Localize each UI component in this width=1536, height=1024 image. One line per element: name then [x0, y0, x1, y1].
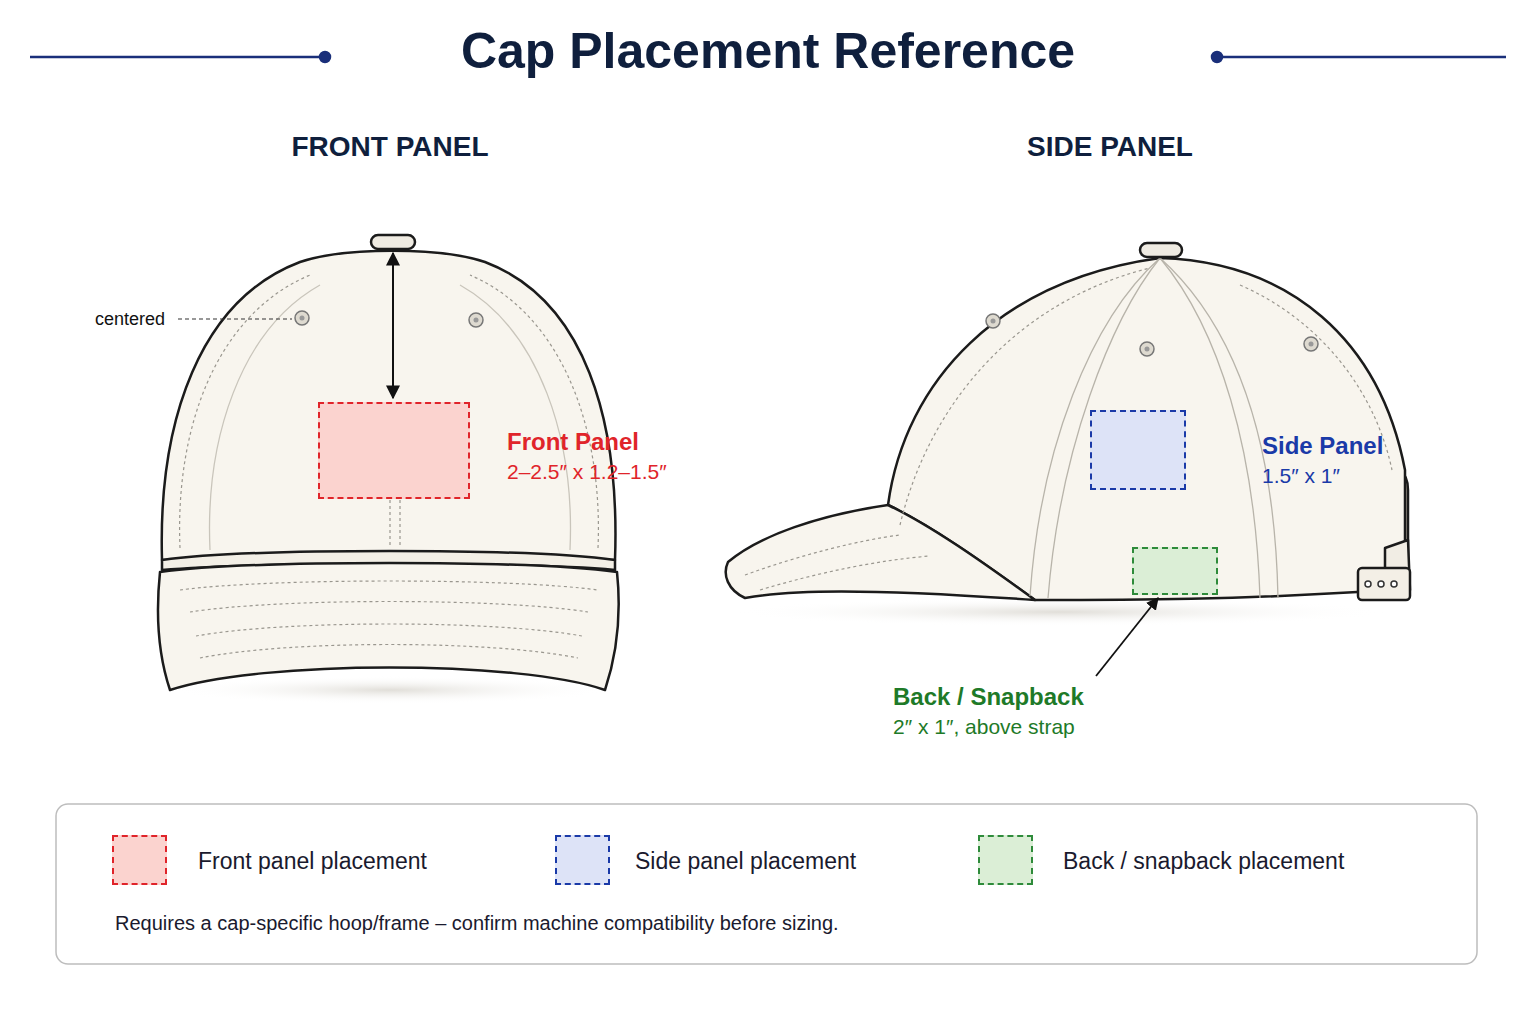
legend-swatch [112, 835, 167, 885]
title: Cap Placement Reference [0, 22, 1536, 80]
front-placement-zone: Front Panel2–2.5″ x 1.2–1.5″ [318, 402, 470, 499]
callout-label: centered [95, 309, 165, 330]
back-placement-zone: Back / Snapback2″ x 1″, above strap [1132, 547, 1218, 595]
view-heading: SIDE PANEL [1027, 131, 1193, 163]
leader-arrow [1096, 598, 1158, 676]
side-cap [726, 243, 1410, 626]
dimension-arrow [392, 253, 394, 398]
zone-heading: Side Panel [1262, 432, 1383, 460]
legend-text: Side panel placement [635, 848, 856, 875]
legend-text: Back / snapback placement [1063, 848, 1344, 875]
legend-swatch [978, 835, 1033, 885]
zone-dimension: 2–2.5″ x 1.2–1.5″ [507, 460, 667, 484]
zone-dimension: 1.5″ x 1″ [1262, 464, 1340, 488]
zone-heading: Back / Snapback [893, 683, 1084, 711]
legend-text: Front panel placement [198, 848, 427, 875]
zone-heading: Front Panel [507, 428, 639, 456]
legend-swatch [555, 835, 610, 885]
legend-panel [56, 804, 1477, 964]
view-heading: FRONT PANEL [291, 131, 488, 163]
side-placement-zone: Side Panel1.5″ x 1″ [1090, 410, 1186, 490]
zone-dimension: 2″ x 1″, above strap [893, 715, 1075, 739]
note: Requires a cap-specific hoop/frame – con… [115, 912, 839, 935]
leader-line [178, 318, 292, 319]
